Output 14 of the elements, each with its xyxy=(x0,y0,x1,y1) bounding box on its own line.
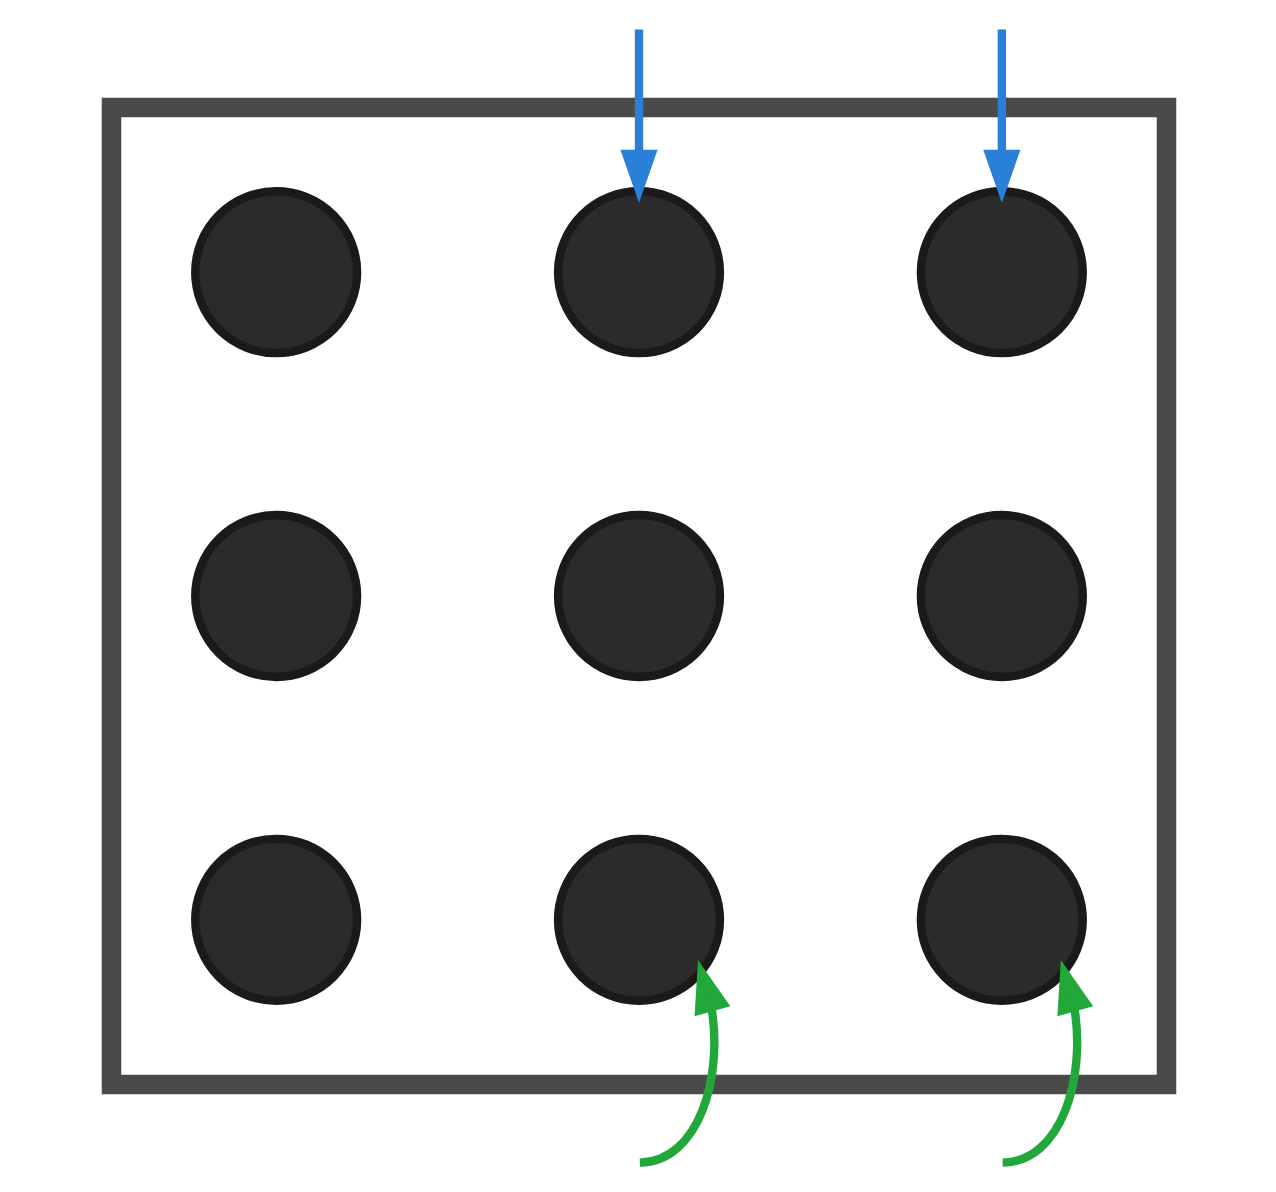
node-circle xyxy=(552,510,724,682)
node-circle xyxy=(190,510,361,682)
node-circle xyxy=(915,510,1086,682)
node-circle xyxy=(190,187,361,358)
node-circle xyxy=(552,834,724,1005)
arrow xyxy=(1001,960,1093,1167)
arrow xyxy=(619,29,657,203)
node-circle xyxy=(190,834,361,1005)
arrow xyxy=(982,29,1020,203)
cluster xyxy=(100,97,1176,1095)
node-circle xyxy=(915,834,1086,1005)
node-circle xyxy=(552,187,724,358)
arrow xyxy=(638,960,730,1167)
node-circle xyxy=(915,187,1086,358)
